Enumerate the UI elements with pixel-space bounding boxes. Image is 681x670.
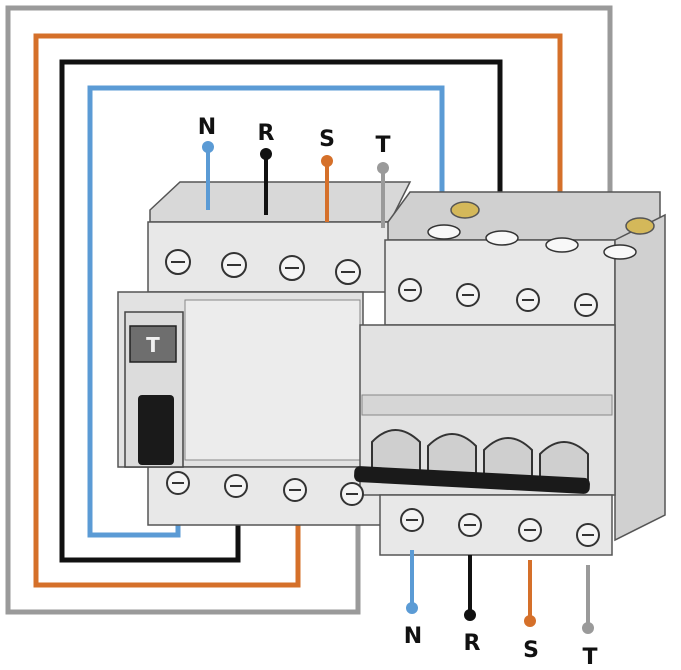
test-button — [129, 325, 177, 363]
wire-t-loop — [5, 5, 613, 615]
test-button-label: T — [146, 333, 160, 357]
top-labels: N R S T — [198, 115, 391, 158]
mcb-side — [614, 213, 666, 542]
wire-n-loop — [87, 85, 445, 538]
brass-screw-1 — [450, 201, 480, 219]
loop-wires — [5, 5, 613, 615]
mcb-entry-holes — [427, 224, 637, 260]
rcd-toggle-lever — [138, 395, 174, 465]
top-wire-dots — [202, 141, 389, 174]
label-top-t: T — [375, 133, 390, 158]
rcd-front-panel — [184, 299, 361, 461]
mcb-bottom-terminal-row — [379, 494, 613, 556]
rcd-top-face — [149, 181, 412, 223]
mcb-label-strip — [361, 394, 613, 416]
brass-screws — [450, 201, 655, 235]
mcb-lever-bar — [354, 466, 590, 494]
mcb-levers — [371, 429, 589, 486]
label-bottom-t: T — [582, 645, 597, 670]
bottom-wire-dots — [406, 602, 594, 634]
label-top-r: R — [258, 121, 275, 146]
label-bottom-s: S — [523, 638, 539, 663]
mcb-lever-3 — [483, 437, 533, 482]
rcd-controls: T — [124, 311, 184, 468]
wire-s-loop — [33, 33, 563, 588]
brass-screw-2 — [625, 217, 655, 235]
mcb-lever-1 — [371, 429, 421, 474]
wire-r-loop — [59, 59, 503, 563]
label-top-s: S — [319, 127, 335, 152]
mcb-lever-2 — [427, 433, 477, 478]
top-feed-wires — [206, 150, 385, 228]
label-top-n: N — [198, 115, 216, 140]
bottom-labels: N R S T — [404, 624, 598, 670]
screw-slots — [171, 261, 594, 536]
mcb-lever-4 — [539, 441, 589, 486]
label-bottom-n: N — [404, 624, 422, 649]
bottom-output-wires — [410, 550, 590, 625]
label-bottom-r: R — [464, 631, 481, 656]
